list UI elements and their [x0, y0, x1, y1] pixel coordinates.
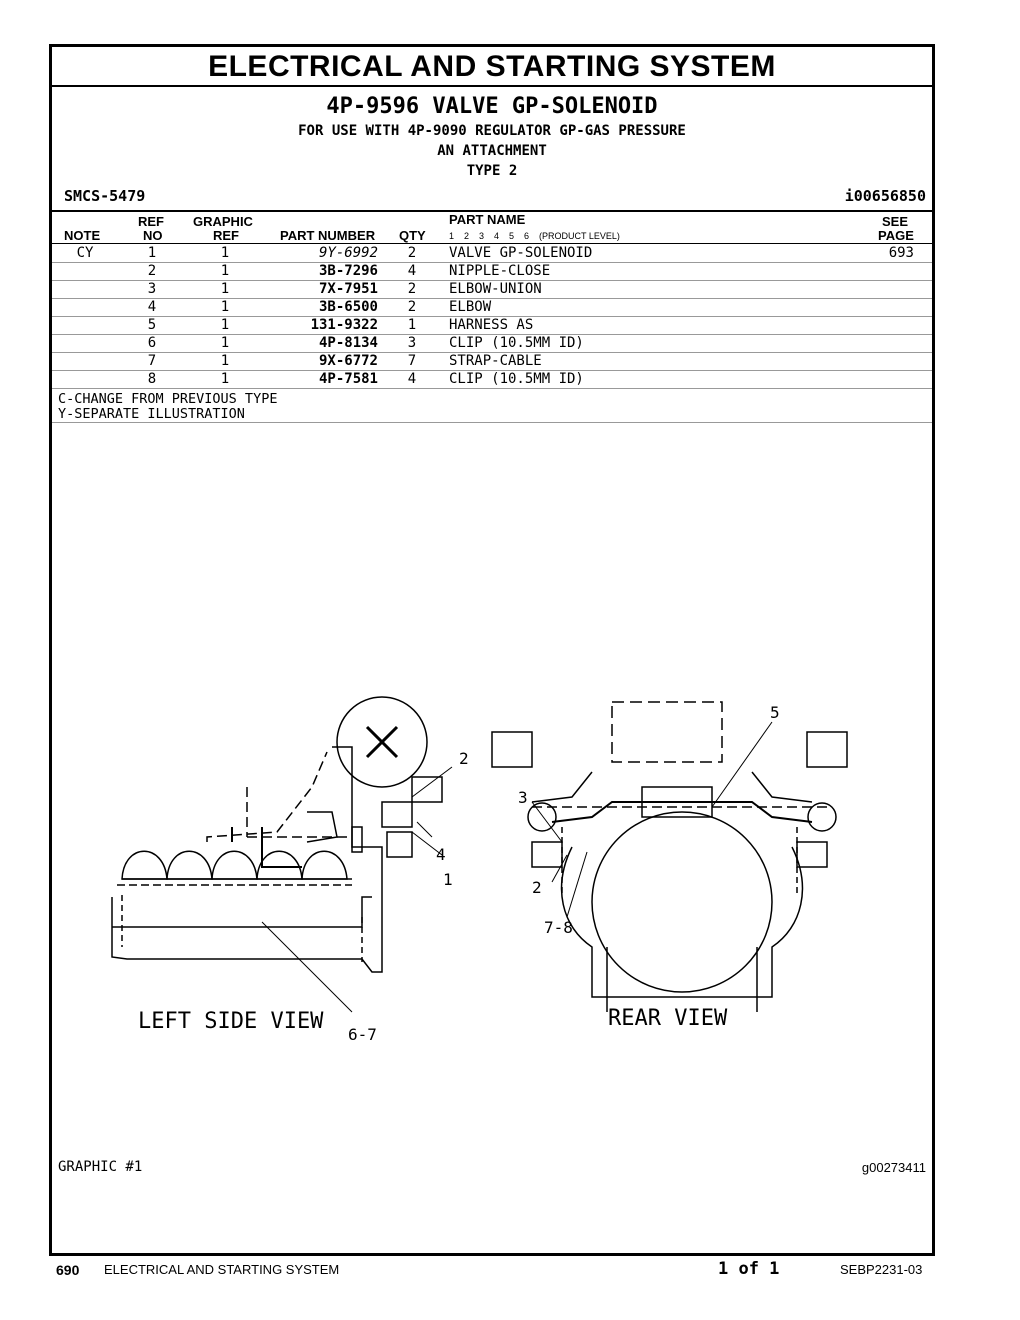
- part-number: 3B-7296: [318, 263, 378, 279]
- footer-section: ELECTRICAL AND STARTING SYSTEM: [104, 1262, 340, 1277]
- graphic-id: g00273411: [861, 1160, 926, 1175]
- page-frame: ELECTRICAL AND STARTING SYSTEM 4P-9596 V…: [49, 44, 935, 1256]
- col-part-name: PART NAME: [449, 212, 526, 227]
- see-page-link[interactable]: 693: [888, 245, 914, 261]
- group-title: 4P-9596 VALVE GP-SOLENOID: [326, 94, 658, 119]
- footer-pagination: 1 of 1: [718, 1259, 780, 1279]
- callout-4: 4: [436, 845, 446, 864]
- col-graphic-b: REF: [213, 228, 239, 243]
- left-side-view-label: LEFT SIDE VIEW: [138, 1009, 324, 1034]
- callout-7-8: 7-8: [544, 918, 573, 937]
- col-note: NOTE: [64, 228, 101, 243]
- footer-page-number: 690: [56, 1262, 80, 1278]
- legend-rule: [52, 422, 932, 423]
- col-ref-a: REF: [138, 214, 164, 229]
- header-rule: [52, 243, 932, 244]
- col-graphic-a: GRAPHIC: [193, 214, 253, 229]
- col-see-a: SEE: [882, 214, 909, 229]
- smcs-code: SMCS-5479: [64, 187, 146, 205]
- part-number: 4P-8134: [318, 335, 378, 351]
- callout-6-7: 6-7: [348, 1025, 377, 1044]
- table-top-rule: [52, 210, 932, 212]
- left-side-view-drawing: [111, 696, 443, 973]
- callout-2-left: 2: [459, 749, 469, 768]
- legend-change: C-CHANGE FROM PREVIOUS TYPE: [58, 391, 278, 407]
- type-line: TYPE 2: [466, 163, 518, 179]
- callout-3: 3: [518, 788, 528, 807]
- part-number: 9X-6772: [318, 353, 378, 369]
- for-use-line: FOR USE WITH 4P-9090 REGULATOR GP-GAS PR…: [298, 123, 686, 139]
- callout-1: 1: [443, 870, 453, 889]
- rear-view-drawing: [491, 701, 848, 1012]
- col-product-level: 1 2 3 4 5 6 (PRODUCT LEVEL): [449, 231, 620, 241]
- part-link[interactable]: 9Y-6992: [318, 245, 378, 261]
- callout-5: 5: [770, 703, 780, 722]
- leader-lines: [261, 721, 773, 1013]
- part-number: 3B-6500: [318, 299, 378, 315]
- attachment-line: AN ATTACHMENT: [437, 143, 547, 159]
- part-number: 131-9322: [310, 317, 378, 333]
- callout-2-rear: 2: [532, 878, 542, 897]
- page-title: ELECTRICAL AND STARTING SYSTEM: [52, 47, 932, 87]
- graphic-label: GRAPHIC #1: [58, 1159, 143, 1175]
- illustration-id: i00656850: [844, 187, 926, 205]
- legend-separate: Y-SEPARATE ILLUSTRATION: [58, 406, 245, 422]
- rear-view-label: REAR VIEW: [608, 1006, 728, 1031]
- col-see-b: PAGE: [878, 228, 914, 243]
- exploded-illustration: 2 4 1 6-7 5 3 2 7-8: [111, 696, 848, 1044]
- part-number: 7X-7951: [318, 281, 378, 297]
- col-part-number: PART NUMBER: [280, 228, 376, 243]
- part-number: 4P-7581: [318, 371, 378, 387]
- footer-doc-number: SEBP2231-03: [840, 1262, 923, 1277]
- col-ref-b: NO: [143, 228, 163, 243]
- col-qty: QTY: [399, 228, 426, 243]
